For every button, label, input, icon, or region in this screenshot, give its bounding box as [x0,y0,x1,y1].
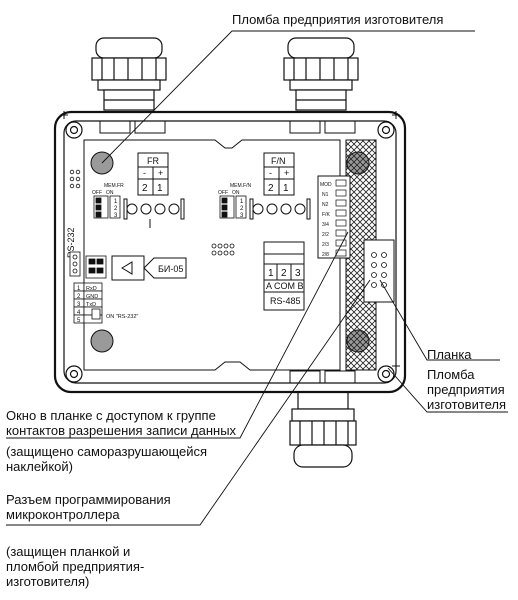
led-label-5: 3/4 [322,222,329,228]
cable-gland-bottom [289,384,357,468]
led-column [335,179,347,257]
rs485-block [263,241,305,311]
fn-term-1: 1 [283,183,289,194]
rs485-label: RS-485 [270,296,301,306]
fn-dip-switch [219,195,247,219]
rs232-pin-rxd: RxD [86,286,97,292]
fr-sw-2: 2 [114,206,118,212]
led-label-7: 2/3 [322,242,329,248]
cable-gland-top-right [283,37,359,111]
fn-title: F/N [271,156,286,166]
callout-connector: Разъем программирования микроконтроллера [6,492,171,522]
callout-window-note: (защищено саморазрушающейся наклейкой) [6,444,207,474]
bi05-label: БИ-05 [158,264,183,274]
rs485-letters: A COM B [266,281,304,291]
callout-connector-line-2: микроконтроллера [6,507,120,522]
fn-terminal-block [263,152,295,196]
fr-term-1: 1 [157,183,163,194]
led-label-4: F/K [322,212,330,218]
fn-term-2: 2 [268,183,274,194]
fr-relay-coils [123,198,185,228]
rs232-pin-num-2: 2 [77,294,81,300]
fr-off: OFF [92,190,102,196]
corner-screws [65,121,395,383]
rs232-connector [69,251,107,279]
led-label-1: MOD [320,182,332,188]
fr-plus: + [158,168,163,178]
fn-plus: + [284,168,289,178]
callout-window-note-line-2: наклейкой) [6,459,73,474]
fn-minus: - [269,168,272,178]
fn-sw-3: 3 [240,213,244,219]
fn-relay-coils [249,198,311,220]
led-label-6: 2/2 [322,232,329,238]
indicator-dots-left [69,169,81,189]
callout-connector-note-line-3: изготовителя) [6,574,90,589]
rs232-on-note: ON "RS-232" [106,314,138,320]
rs232-pin-gnd: GND [86,294,98,300]
fr-terminal-block [137,152,169,196]
led-label-3: N2 [322,202,329,208]
rs232-pin-num-5: 5 [77,318,81,324]
callout-top-seal: Пломба предприятия изготовителя [232,12,444,27]
fr-minus: - [143,168,146,178]
fr-mem-label: MEM.FR [104,183,124,189]
led-label-2: N1 [322,192,329,198]
callout-connector-note: (защищен планкой и пломбой предприятия- … [6,544,144,589]
rs232-pin-txd: TxD [86,302,96,308]
corner-crosses [60,111,400,370]
callout-window-line-1: Окно в планке с доступом к группе [6,408,216,423]
fn-mem-label: MEM.F/N [230,183,251,189]
cable-gland-top-left [91,37,167,111]
fr-on: ON [106,190,114,196]
callout-window-line-2: контактов разрешения записи данных [6,423,237,438]
rs485-num-1: 1 [268,268,274,279]
rs485-num-3: 3 [295,268,301,279]
callout-right-seal-line-2: предприятия [427,382,505,397]
callout-window: Окно в планке с доступом к группе контак… [6,408,236,438]
callout-window-note-line-1: (защищено саморазрушающейся [6,444,208,459]
fr-title: FR [147,156,159,166]
rs232-pin-num-4: 4 [77,310,81,316]
rs485-num-2: 2 [281,268,287,279]
led-label-8: 2/8 [322,252,329,258]
bi05-socket [111,255,187,281]
rs232-pin-table [73,282,103,324]
rs232-label: RS-232 [66,227,76,258]
callout-plate: Планка [427,347,472,362]
callout-connector-note-line-1: (защищен планкой и [6,544,131,559]
fn-sw-1: 1 [240,199,244,205]
fn-on: ON [232,190,240,196]
callout-connector-line-1: Разъем программирования [6,492,171,507]
rs232-pin-num-1: 1 [77,286,81,292]
callout-right-seal-line-1: Пломба [427,367,475,382]
leader-lines [6,30,508,526]
fr-sw-3: 3 [114,213,118,219]
callout-connector-note-line-2: пломбой предприятия- [6,559,145,574]
center-dots [211,243,235,256]
rs232-pin-num-3: 3 [77,302,81,308]
callout-right-seal-line-3: изготовителя [427,397,507,412]
programming-connector [371,252,387,288]
fr-dip-switch [93,195,121,219]
fr-sw-1: 1 [114,199,118,205]
callout-right-seal: Пломба предприятия изготовителя [427,367,506,412]
fr-term-2: 2 [142,183,148,194]
fn-off: OFF [218,190,228,196]
fn-sw-2: 2 [240,206,244,212]
